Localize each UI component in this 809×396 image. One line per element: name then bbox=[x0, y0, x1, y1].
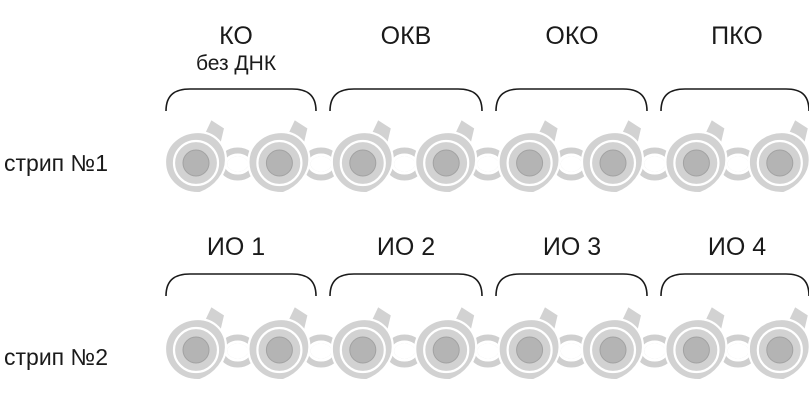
tube-well bbox=[766, 149, 794, 177]
tube-link-inner bbox=[557, 340, 585, 362]
tube-rim bbox=[172, 326, 220, 374]
tube-rim bbox=[256, 139, 303, 187]
pcr-tube bbox=[664, 304, 728, 382]
strip-2-group-brackets bbox=[165, 273, 809, 297]
tube-well bbox=[182, 336, 210, 364]
tube-link-inner bbox=[474, 340, 502, 362]
strip-1-group-1-label: КО bbox=[219, 22, 253, 50]
pcr-tube bbox=[497, 117, 561, 195]
tube-rim bbox=[339, 326, 386, 374]
strip-2-label: стрип №2 bbox=[4, 344, 108, 370]
tube-well bbox=[682, 149, 710, 177]
strip-2-group-3-label: ИО 3 bbox=[543, 233, 601, 261]
strip-2-group-2-bracket bbox=[329, 273, 483, 297]
tube-link-inner bbox=[307, 153, 335, 175]
pcr-tube bbox=[414, 304, 478, 382]
tube-well bbox=[516, 336, 544, 364]
tube-well bbox=[599, 149, 627, 177]
strip-1-tubes bbox=[163, 117, 809, 195]
tube-link-inner bbox=[474, 153, 502, 175]
tube-rim bbox=[172, 139, 220, 187]
tube-link-inner bbox=[557, 153, 585, 175]
tube-well bbox=[766, 336, 794, 364]
strip-2-group-1-label: ИО 1 bbox=[207, 233, 265, 261]
strip-2-group-1-bracket bbox=[165, 273, 317, 297]
tube-well bbox=[432, 149, 460, 177]
pcr-tube bbox=[247, 304, 311, 382]
pcr-tube bbox=[414, 117, 478, 195]
tube-link-inner bbox=[224, 153, 252, 175]
tube-rim bbox=[506, 139, 553, 187]
pcr-tube bbox=[163, 304, 228, 382]
tube-well bbox=[349, 336, 377, 364]
tube-link-inner bbox=[641, 340, 669, 362]
tube-well bbox=[432, 336, 460, 364]
strip-1-group-4-bracket bbox=[660, 88, 809, 112]
tube-rim bbox=[256, 326, 303, 374]
tube-rim bbox=[673, 326, 720, 374]
tube-rim bbox=[506, 326, 553, 374]
tube-rim bbox=[589, 326, 637, 374]
strip-2-group-4-bracket bbox=[660, 273, 809, 297]
tube-rim bbox=[756, 139, 803, 187]
pcr-tube bbox=[580, 304, 645, 382]
tube-well bbox=[265, 149, 293, 177]
pcr-tube bbox=[747, 117, 809, 195]
pcr-tube bbox=[664, 117, 728, 195]
pcr-tube bbox=[163, 117, 228, 195]
strip-1-group-3-bracket bbox=[495, 88, 648, 112]
pcr-tube bbox=[497, 304, 561, 382]
strip-2-group-2-label: ИО 2 bbox=[377, 233, 435, 261]
tube-rim bbox=[339, 139, 386, 187]
pcr-tube bbox=[247, 117, 311, 195]
tube-link-inner bbox=[391, 153, 418, 175]
tube-link-inner bbox=[724, 340, 752, 362]
tube-well bbox=[265, 336, 293, 364]
strip-1-group-1-bracket bbox=[165, 88, 317, 112]
tube-well bbox=[182, 149, 210, 177]
pcr-tube bbox=[330, 304, 394, 382]
tube-rim bbox=[673, 139, 720, 187]
tube-rim bbox=[589, 139, 637, 187]
strip-1-group-brackets bbox=[165, 88, 809, 112]
strip-1-group-4-label: ПКО bbox=[711, 22, 763, 50]
strip-2-group-4-label: ИО 4 bbox=[708, 233, 766, 261]
tube-rim bbox=[756, 326, 803, 374]
tube-rim bbox=[423, 326, 470, 374]
tube-link-inner bbox=[641, 153, 669, 175]
tube-well bbox=[599, 336, 627, 364]
strip-1-group-3-label: ОКО bbox=[545, 22, 598, 50]
tube-well bbox=[516, 149, 544, 177]
pcr-tube bbox=[580, 117, 645, 195]
strip-1-group-2-bracket bbox=[329, 88, 483, 112]
strip-1-label: стрип №1 bbox=[4, 150, 108, 176]
pcr-tube bbox=[330, 117, 394, 195]
strip-2-group-3-bracket bbox=[495, 273, 648, 297]
tube-rim bbox=[423, 139, 470, 187]
tube-link-inner bbox=[224, 340, 252, 362]
tube-well bbox=[349, 149, 377, 177]
tube-link-inner bbox=[724, 153, 752, 175]
strip-1-group-1-sublabel: без ДНК bbox=[196, 52, 277, 75]
tube-well bbox=[682, 336, 710, 364]
strip-1-group-2-label: ОКВ bbox=[381, 22, 432, 50]
tube-link-inner bbox=[307, 340, 335, 362]
tube-link-inner bbox=[391, 340, 418, 362]
pcr-tube bbox=[747, 304, 809, 382]
strip-2-tubes bbox=[163, 304, 809, 382]
